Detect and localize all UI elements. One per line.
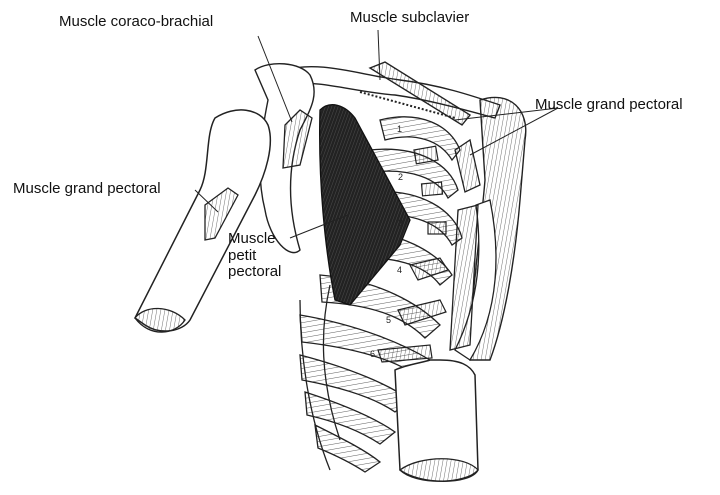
label-petit-pectoral-line2: petit [228,248,281,265]
rib-number-6: 6 [370,349,375,359]
grand-pectoral-strip-upper [455,140,480,192]
label-coraco-brachial: Muscle coraco-brachial [59,14,213,30]
rib-number-1: 1 [397,124,402,134]
rib-number-3: 3 [398,218,403,228]
rib-number-2: 2 [398,172,403,182]
label-petit-pectoral-line3: pectoral [228,264,281,281]
label-subclavier: Muscle subclavier [350,10,469,26]
humerus [135,110,270,331]
label-petit-pectoral-line1: Muscle [228,231,281,248]
rib-number-5: 5 [386,315,391,325]
label-petit-pectoral: Muscle petit pectoral [228,231,281,281]
label-grand-pectoral-right: Muscle grand pectoral [535,97,683,113]
label-grand-pectoral-left: Muscle grand pectoral [13,181,161,197]
rib-number-4: 4 [397,265,402,275]
